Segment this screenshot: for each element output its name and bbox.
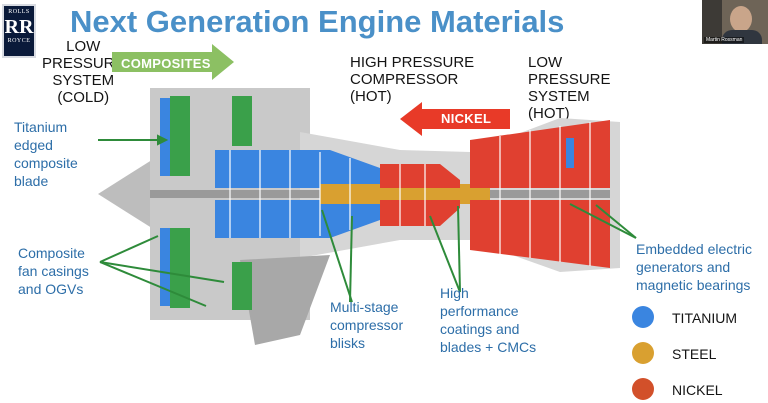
low-pressure-hot-label: LOW PRESSURE SYSTEM (HOT) xyxy=(528,54,611,122)
coatings-annotation: High performance coatings and blades + C… xyxy=(440,284,536,356)
annotation-pointers xyxy=(98,134,637,307)
high-pressure-compressor-label: HIGH PRESSURE COMPRESSOR (HOT) xyxy=(350,54,474,105)
nose-cone xyxy=(98,158,155,230)
blade-stripes xyxy=(229,122,591,266)
logo-text-top: ROLLS xyxy=(8,9,30,15)
composites-arrow-label: COMPOSITES xyxy=(121,56,211,71)
annotation-line: Titanium xyxy=(14,119,68,135)
annotation-line: compressor xyxy=(330,317,404,333)
annotation-line: Composite xyxy=(18,245,85,261)
label-line: SYSTEM xyxy=(528,88,590,105)
annotation-line: blisks xyxy=(330,335,366,351)
label-line: (HOT) xyxy=(528,105,570,122)
blisks-annotation: Multi-stage compressor blisks xyxy=(330,298,403,352)
participant-video-thumbnail[interactable]: Martin Rossman xyxy=(702,0,768,44)
logo-text-bottom: ROYCE xyxy=(7,38,31,44)
label-line: PRESSURE xyxy=(42,55,125,72)
annotation-line: edged xyxy=(14,137,53,153)
titanium-fan-edge-upper xyxy=(160,98,170,176)
label-line: COMPRESSOR xyxy=(350,71,459,88)
ogv-lower xyxy=(232,262,252,310)
participant-face xyxy=(730,6,752,32)
bookshelf-background xyxy=(702,0,722,44)
nickel-turbine-lower xyxy=(470,200,610,268)
nickel-arrow-label: NICKEL xyxy=(441,111,492,126)
annotation-line: fan casings xyxy=(18,263,89,279)
label-line: LOW xyxy=(528,54,563,71)
ogv-upper xyxy=(232,96,252,146)
annotation-line: Embedded electric xyxy=(636,241,752,257)
label-line: HIGH PRESSURE xyxy=(350,54,475,71)
label-line: SYSTEM xyxy=(52,72,115,89)
annotation-line: blade xyxy=(14,173,49,189)
annotation-line: magnetic bearings xyxy=(636,277,751,293)
steel-shaft-section xyxy=(320,184,490,204)
fan-casings-annotation: Composite fan casings and OGVs xyxy=(18,244,89,298)
rolls-royce-logo: ROLLS RR ROYCE xyxy=(2,4,36,58)
participant-name-label: Martin Rossman xyxy=(704,37,745,43)
composites-arrow xyxy=(112,44,234,80)
fan-blade-lower xyxy=(170,228,190,308)
nickel-arrow xyxy=(400,102,510,136)
annotation-line: Multi-stage xyxy=(330,299,399,315)
accessory-gearbox xyxy=(240,255,330,345)
annotation-line: High xyxy=(440,285,469,301)
annotation-line: and OGVs xyxy=(18,281,84,297)
titanium-compressor-upper xyxy=(215,150,380,188)
legend-steel-label: STEEL xyxy=(672,346,717,362)
legend-titanium-swatch xyxy=(632,306,654,328)
label-line: LOW xyxy=(66,38,101,55)
annotation-line: composite xyxy=(14,155,78,171)
legend-nickel-label: NICKEL xyxy=(672,382,723,398)
legend-titanium-label: TITANIUM xyxy=(672,310,738,326)
low-pressure-cold-label: LOW PRESSURE SYSTEM (COLD) xyxy=(42,38,125,106)
titanium-compressor-lower xyxy=(215,200,380,238)
label-line: (COLD) xyxy=(57,89,110,106)
annotation-line: generators and xyxy=(636,259,731,275)
annotation-line: performance xyxy=(440,303,519,319)
titanium-blade-annotation: Titanium edged composite blade xyxy=(14,118,78,190)
slide-title: Next Generation Engine Materials xyxy=(70,4,565,39)
nickel-turbine-upper xyxy=(470,120,610,188)
logo-monogram: RR xyxy=(4,16,34,38)
turbine-titanium-marker xyxy=(566,138,574,168)
annotation-line: blades + CMCs xyxy=(440,339,537,355)
label-line: PRESSURE xyxy=(528,71,611,88)
legend-steel-swatch xyxy=(632,342,654,364)
generators-annotation: Embedded electric generators and magneti… xyxy=(636,240,752,294)
titanium-fan-edge-lower xyxy=(160,228,170,306)
fan-blade-upper xyxy=(170,96,190,176)
legend-nickel-swatch xyxy=(632,378,654,400)
annotation-line: coatings and xyxy=(440,321,520,337)
label-line: (HOT) xyxy=(350,88,392,105)
